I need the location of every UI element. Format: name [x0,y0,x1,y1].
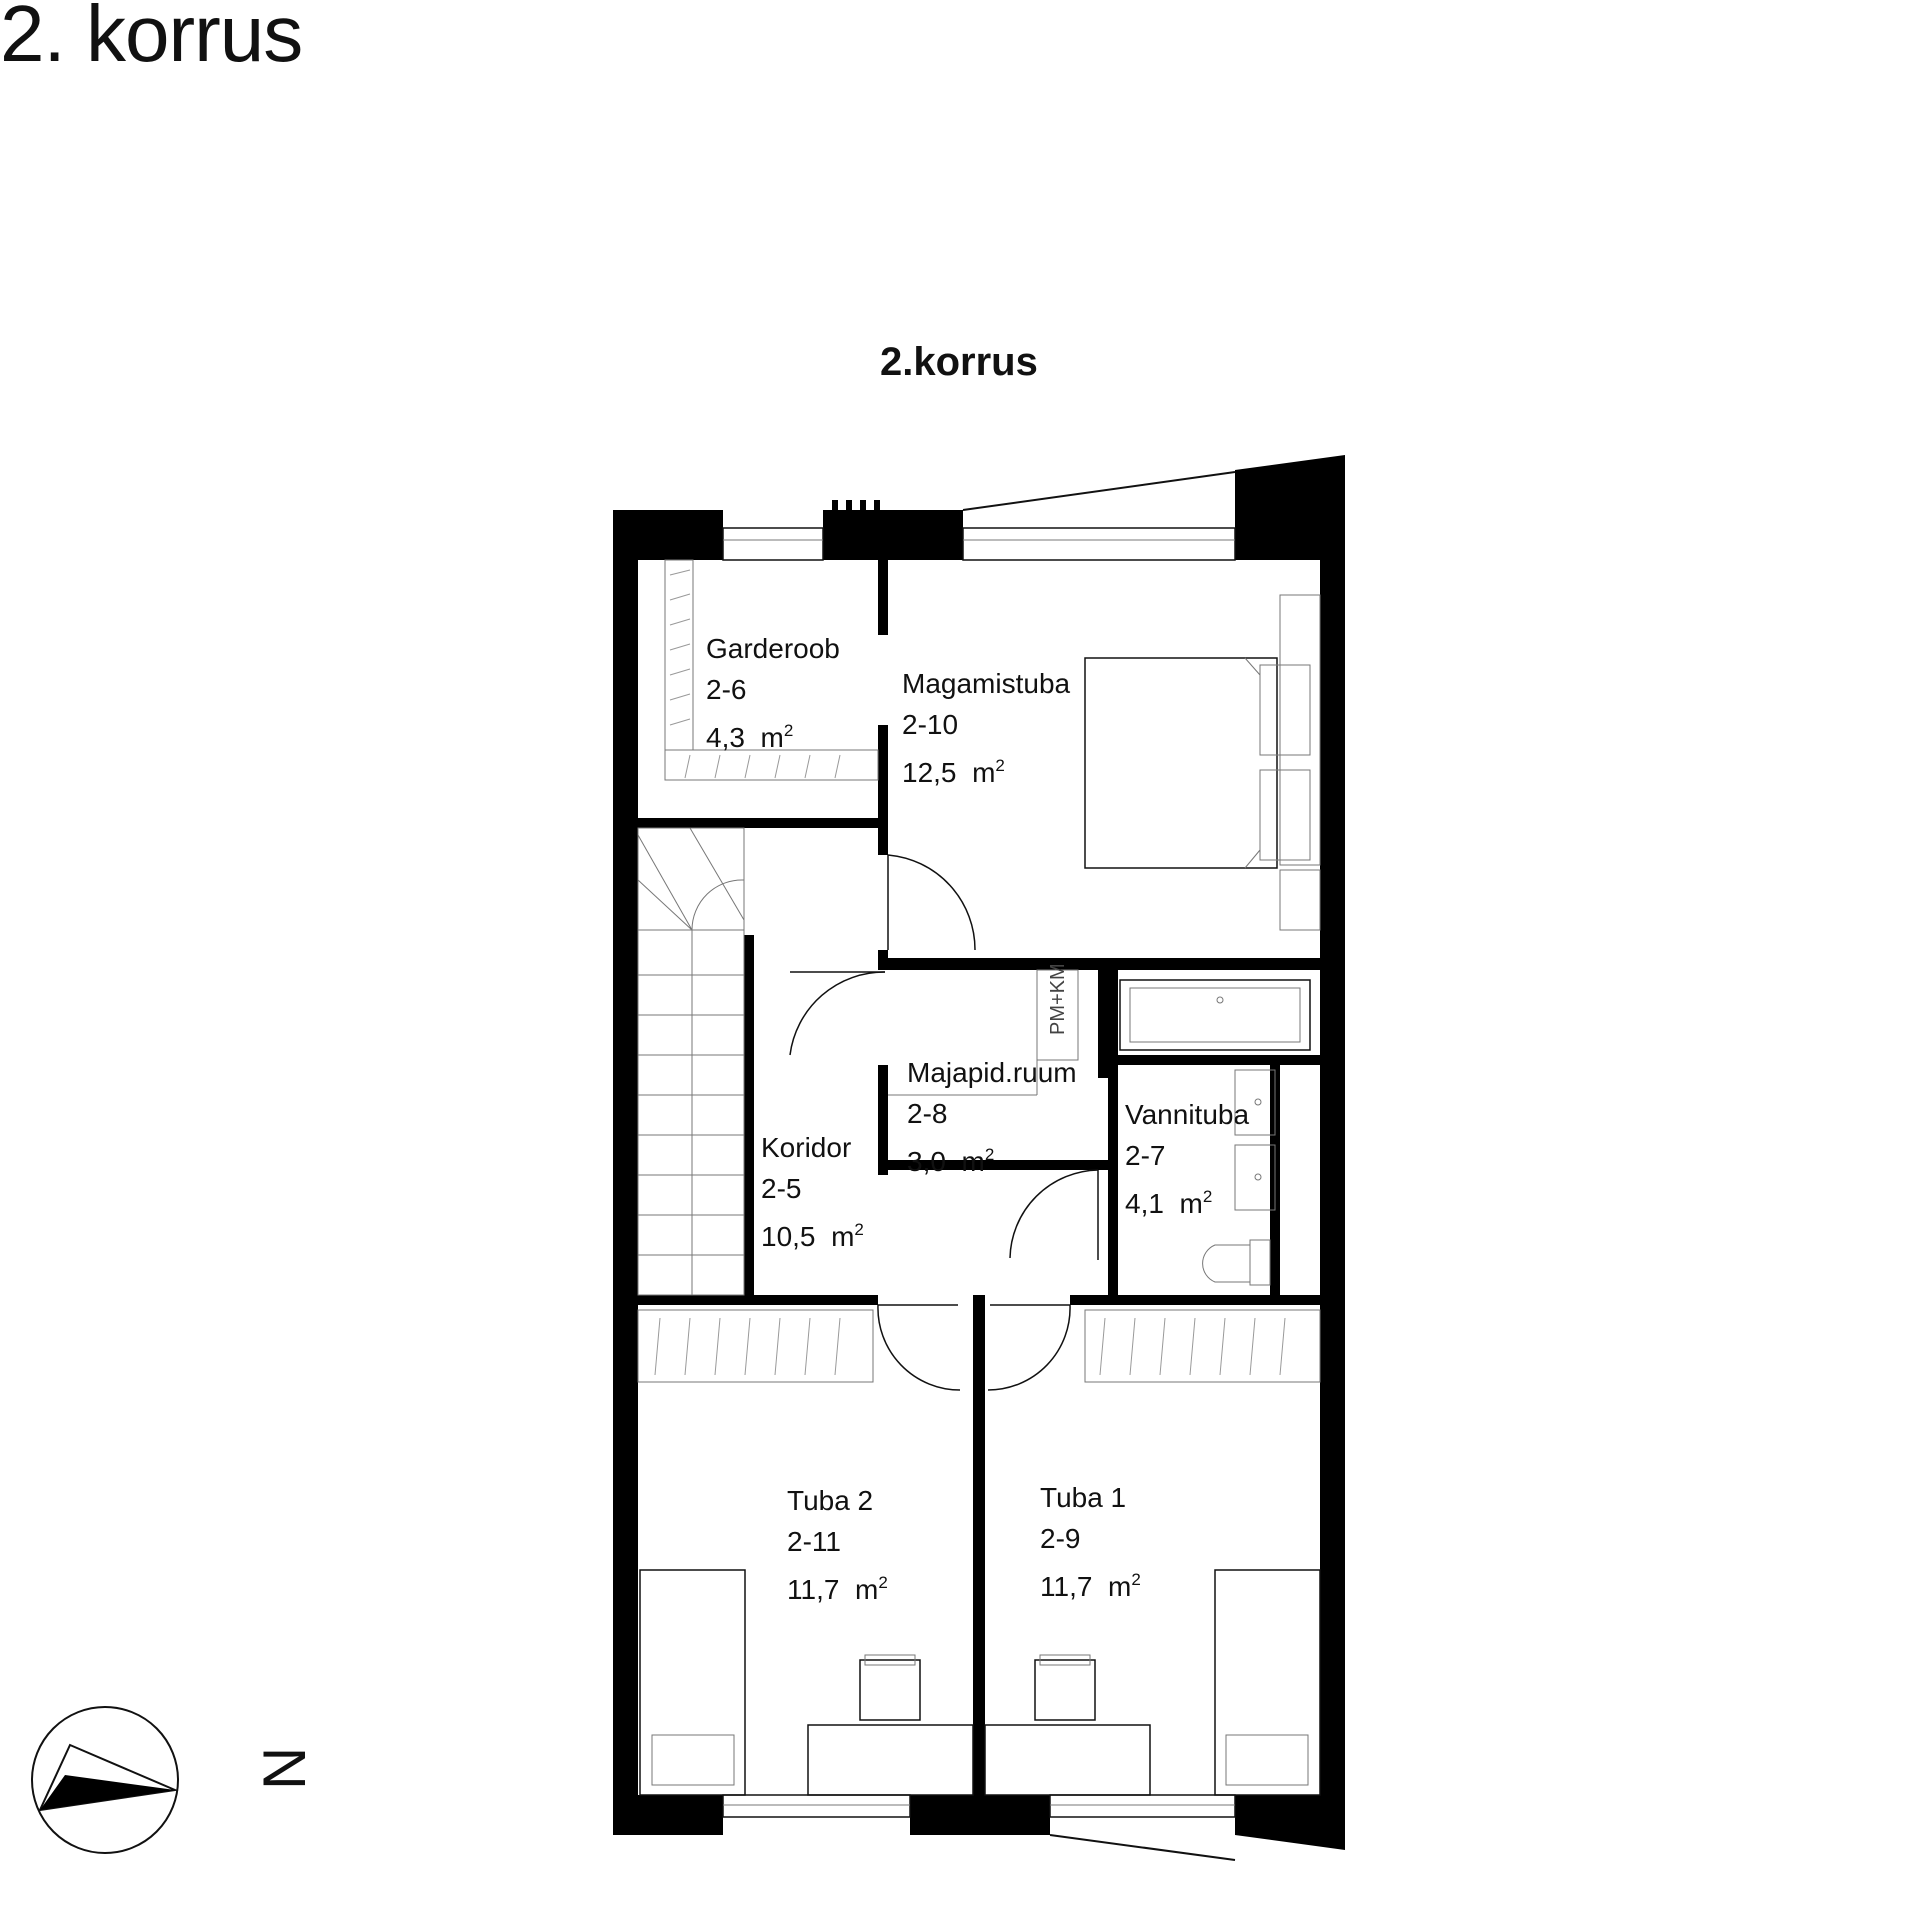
room-area: 11,7 m2 [1040,1570,1141,1602]
room-magamistuba: Magamistuba 2-10 12,5 m2 [902,663,1070,793]
page-title: 2. korrus [0,0,303,78]
appliance-label: PM+KM [1047,963,1069,1035]
single-bed-icon-2 [1214,1569,1321,1796]
room-area: 10,5 m2 [761,1220,864,1252]
room-name: Tuba 2 [787,1485,874,1516]
room-majapid: Majapid.ruum 2-8 3,0 m2 [907,1052,1077,1182]
hanger-lines [654,569,1286,1376]
room-koridor: Koridor 2-5 10,5 m2 [761,1127,864,1257]
outer-walls [613,455,1345,1861]
room-number: 2-11 [787,1526,841,1557]
north-arrow-icon [31,1706,179,1854]
room-name: Koridor [761,1132,852,1163]
north-label: N [251,1746,318,1790]
doors [789,854,1099,1391]
room-number: 2-10 [902,709,959,740]
vent-icon [832,500,880,512]
room-area: 3,0 m2 [907,1145,995,1177]
room-number: 2-9 [1040,1523,1081,1554]
staircase-icon [637,827,745,1296]
room-number: 2-5 [761,1173,802,1204]
room-name: Garderoob [706,633,840,664]
room-name: Tuba 1 [1040,1482,1127,1513]
appliance-area [888,969,1079,1096]
room-area: 11,7 m2 [787,1573,888,1605]
toilet-icon [1202,1239,1271,1286]
room-vannituba: Vannituba 2-7 4,1 m2 [1125,1094,1249,1224]
room-area: 4,1 m2 [1125,1187,1213,1219]
room-name: Vannituba [1125,1099,1250,1130]
sink-icon [1234,1069,1276,1211]
desk-icon [807,1724,1151,1796]
plan-title: 2.korrus [880,340,1038,384]
room-tuba2: Tuba 2 2-11 11,7 m2 [787,1480,888,1610]
single-bed-icon [639,1569,746,1796]
room-tuba1: Tuba 1 2-9 11,7 m2 [1040,1477,1141,1607]
room-number: 2-7 [1125,1140,1166,1171]
bathtub-icon [1119,979,1311,1051]
room-garderoob: Garderoob 2-6 4,3 m2 [706,628,840,758]
chair-icon [859,1654,1096,1721]
room-number: 2-6 [706,674,747,705]
room-area: 12,5 m2 [902,756,1005,788]
room-name: Majapid.ruum [907,1057,1077,1088]
wardrobe-icon [637,559,1321,1383]
bed-icon [1084,594,1321,931]
room-number: 2-8 [907,1098,948,1129]
room-area: 4,3 m2 [706,721,794,753]
room-name: Magamistuba [902,668,1071,699]
